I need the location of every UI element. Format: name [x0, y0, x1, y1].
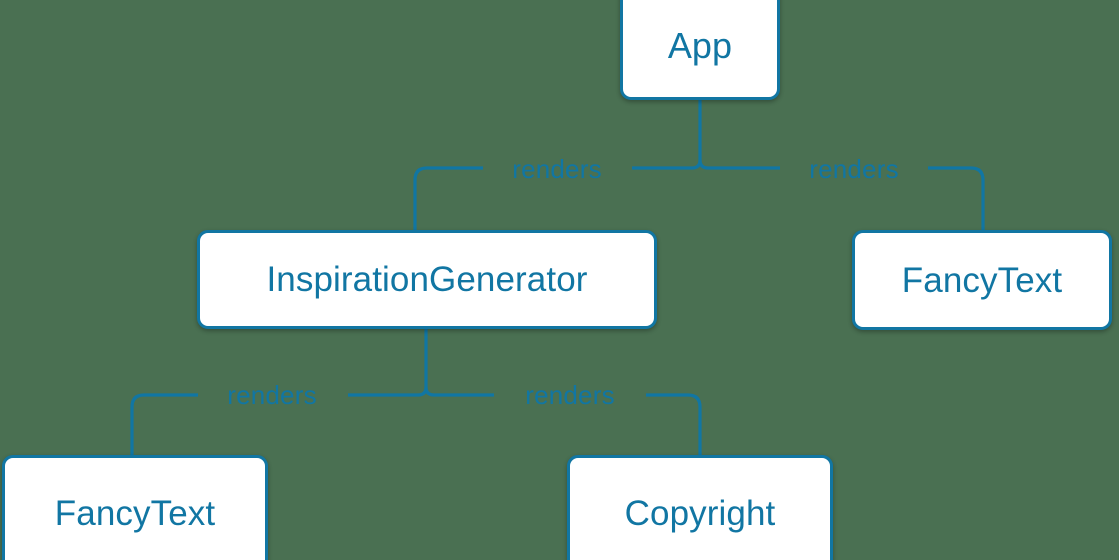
node-app-label: App [667, 25, 733, 66]
node-fancytext-bottom[interactable]: FancyText [2, 455, 268, 560]
edge-inspiration-stem-right [424, 386, 435, 397]
edge-label-app-to-inspiration-generator: renders [512, 154, 602, 184]
edge-ig-to-copyright-elbow [646, 393, 702, 455]
edge-ig-to-fancytext-elbow [130, 393, 198, 455]
edge-label-app-to-fancytext: renders [809, 154, 899, 184]
edge-app-to-inspiration-elbow [413, 166, 483, 230]
node-inspiration-generator-label: InspirationGenerator [266, 260, 588, 299]
node-inspiration-generator[interactable]: InspirationGenerator [197, 230, 657, 329]
edge-label-inspiration-generator-to-fancytext: renders [227, 380, 317, 410]
edge-app-stem [691, 100, 702, 170]
node-fancytext-bottom-label: FancyText [54, 493, 216, 533]
edge-label-inspiration-generator-to-copyright: renders [525, 380, 615, 410]
node-copyright-label: Copyright [624, 493, 776, 533]
node-fancytext-right[interactable]: FancyText [852, 230, 1112, 330]
edge-app-stem-right [698, 159, 709, 170]
node-app[interactable]: App [620, 0, 780, 100]
edge-inspiration-stem [417, 329, 428, 397]
node-fancytext-right-label: FancyText [901, 260, 1063, 300]
edge-app-to-fancytext-elbow [928, 166, 985, 230]
node-copyright[interactable]: Copyright [567, 455, 833, 560]
